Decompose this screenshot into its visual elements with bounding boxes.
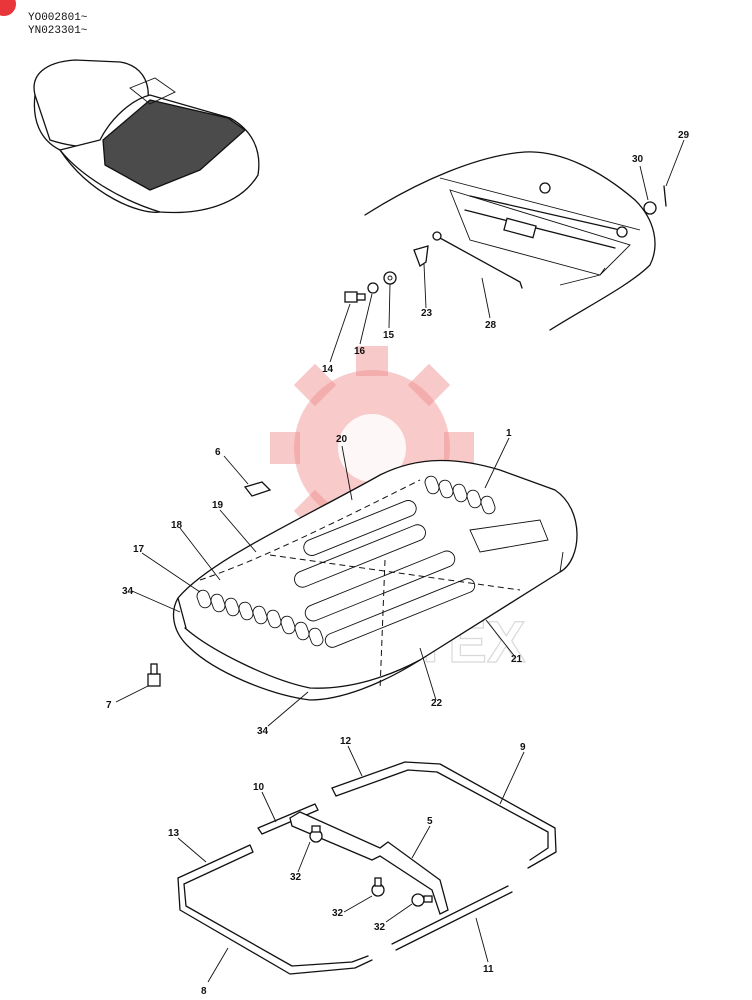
- serial-number-ranges: YO002801~ YN023301~: [28, 12, 87, 38]
- bolt-14: [344, 291, 366, 303]
- callout-32-b: 32: [332, 908, 344, 919]
- pin-29: [663, 185, 667, 207]
- callout-16: 16: [354, 346, 366, 357]
- callout-22: 22: [431, 698, 443, 709]
- seat-cushion: [172, 459, 578, 701]
- serial-range-1: YO002801~: [28, 12, 88, 24]
- callout-29: 29: [678, 130, 690, 141]
- screw-32-c: [411, 893, 433, 907]
- seat-thumbnail: [33, 59, 260, 214]
- callout-20: 20: [336, 434, 348, 445]
- rod-end: [432, 231, 442, 241]
- callout-30: 30: [632, 154, 644, 165]
- screw-32-b: [371, 877, 385, 897]
- callout-8: 8: [201, 986, 207, 997]
- callout-10: 10: [253, 782, 265, 793]
- callout-18: 18: [171, 520, 183, 531]
- callout-11: 11: [483, 964, 494, 975]
- callout-17: 17: [133, 544, 145, 555]
- vent-slots-front: [196, 589, 324, 647]
- callout-7: 7: [106, 700, 112, 711]
- vent-slots-rear: [424, 475, 496, 515]
- callout-6: 6: [215, 447, 221, 458]
- callout-1: 1: [506, 428, 512, 439]
- callout-28: 28: [485, 320, 497, 331]
- callout-32-c: 32: [374, 922, 386, 933]
- callout-21: 21: [511, 654, 523, 665]
- callout-9: 9: [520, 742, 526, 753]
- leader-lines: [115, 139, 685, 983]
- callout-14: 14: [322, 364, 334, 375]
- serial-range-2: YN023301~: [28, 25, 88, 37]
- callout-23: 23: [421, 308, 433, 319]
- callout-13: 13: [168, 828, 180, 839]
- callout-19: 19: [212, 500, 224, 511]
- callout-12: 12: [340, 736, 352, 747]
- callout-32-a: 32: [290, 872, 302, 883]
- bracket-23: [413, 245, 429, 267]
- nut-16: [367, 282, 379, 294]
- screw-32-a: [309, 825, 323, 843]
- screw-7: [147, 663, 161, 687]
- seat-frame: [177, 761, 557, 975]
- rod-28: [439, 237, 523, 289]
- washer-30: [643, 201, 657, 215]
- callout-34-a: 34: [122, 586, 134, 597]
- washer-15: [383, 271, 397, 285]
- callout-15: 15: [383, 330, 395, 341]
- clip-6: [243, 481, 272, 497]
- callout-labels: 1 5 6 7 8 9 10 11 12 13 14 15 16 17 18 1…: [106, 130, 690, 997]
- corner-badge: [0, 0, 16, 16]
- callout-5: 5: [427, 816, 433, 827]
- backrest-frame: [364, 151, 656, 331]
- callout-34-b: 34: [257, 726, 269, 737]
